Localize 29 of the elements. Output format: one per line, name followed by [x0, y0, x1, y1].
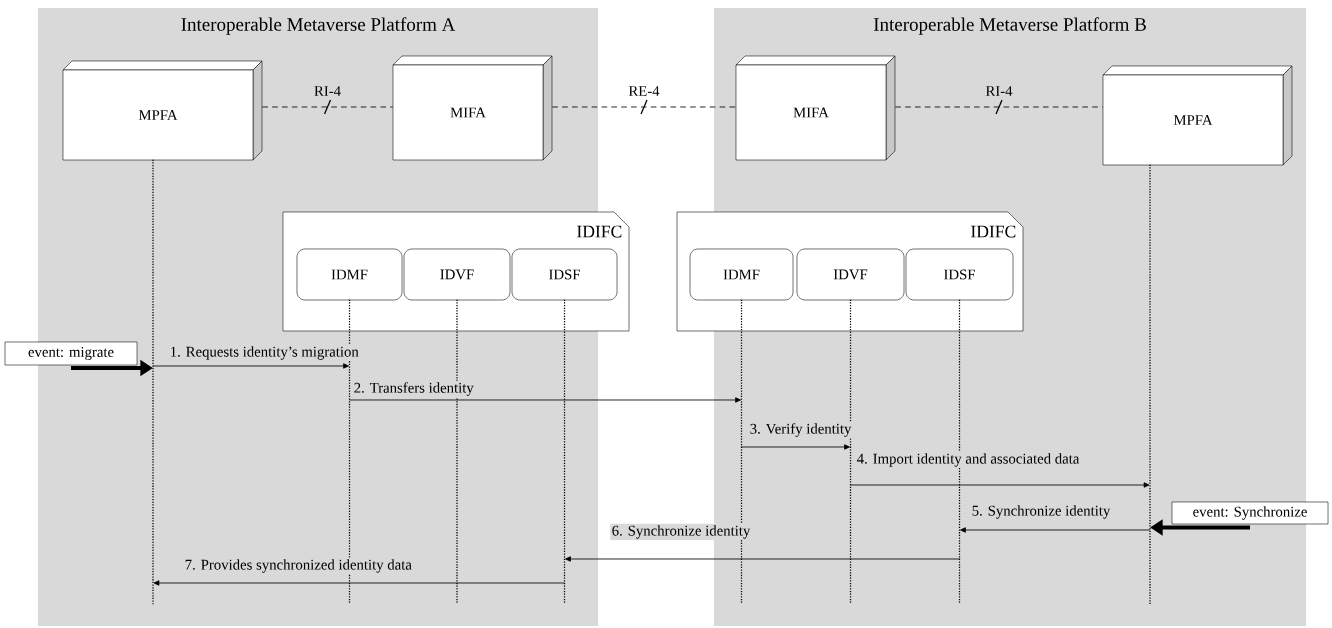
function-box: IDSF — [905, 248, 1014, 301]
component-box: MPFA — [62, 60, 263, 161]
component-box: MIFA — [735, 55, 896, 161]
event-box: event: Synchronize — [1171, 501, 1329, 525]
message-arrow — [153, 580, 565, 586]
message-arrow — [741, 444, 850, 450]
edge-label: RE-4 — [627, 84, 661, 98]
lifeline — [849, 299, 852, 605]
lifeline — [1149, 164, 1151, 605]
interface-connector — [551, 99, 737, 115]
component-box: MIFA — [392, 55, 553, 161]
lifeline — [152, 159, 154, 605]
function-box: IDVF — [403, 248, 511, 301]
message-arrow — [850, 482, 1150, 488]
component-box: MPFA — [1102, 65, 1293, 166]
message-arrow — [565, 556, 960, 562]
function-box: IDVF — [796, 248, 905, 301]
function-box: IDSF — [511, 248, 618, 301]
lifeline — [456, 299, 458, 605]
event-box: event: migrate — [4, 341, 138, 366]
interface-connector — [261, 99, 394, 115]
interface-connector — [894, 99, 1104, 115]
lifeline — [563, 299, 566, 605]
function-box: IDMF — [689, 248, 794, 301]
function-box: IDMF — [296, 248, 403, 301]
message-arrow — [152, 363, 349, 369]
message-arrow — [349, 397, 741, 403]
message-arrow — [960, 527, 1151, 533]
edge-label: 6. Synchronize identity — [610, 523, 752, 541]
